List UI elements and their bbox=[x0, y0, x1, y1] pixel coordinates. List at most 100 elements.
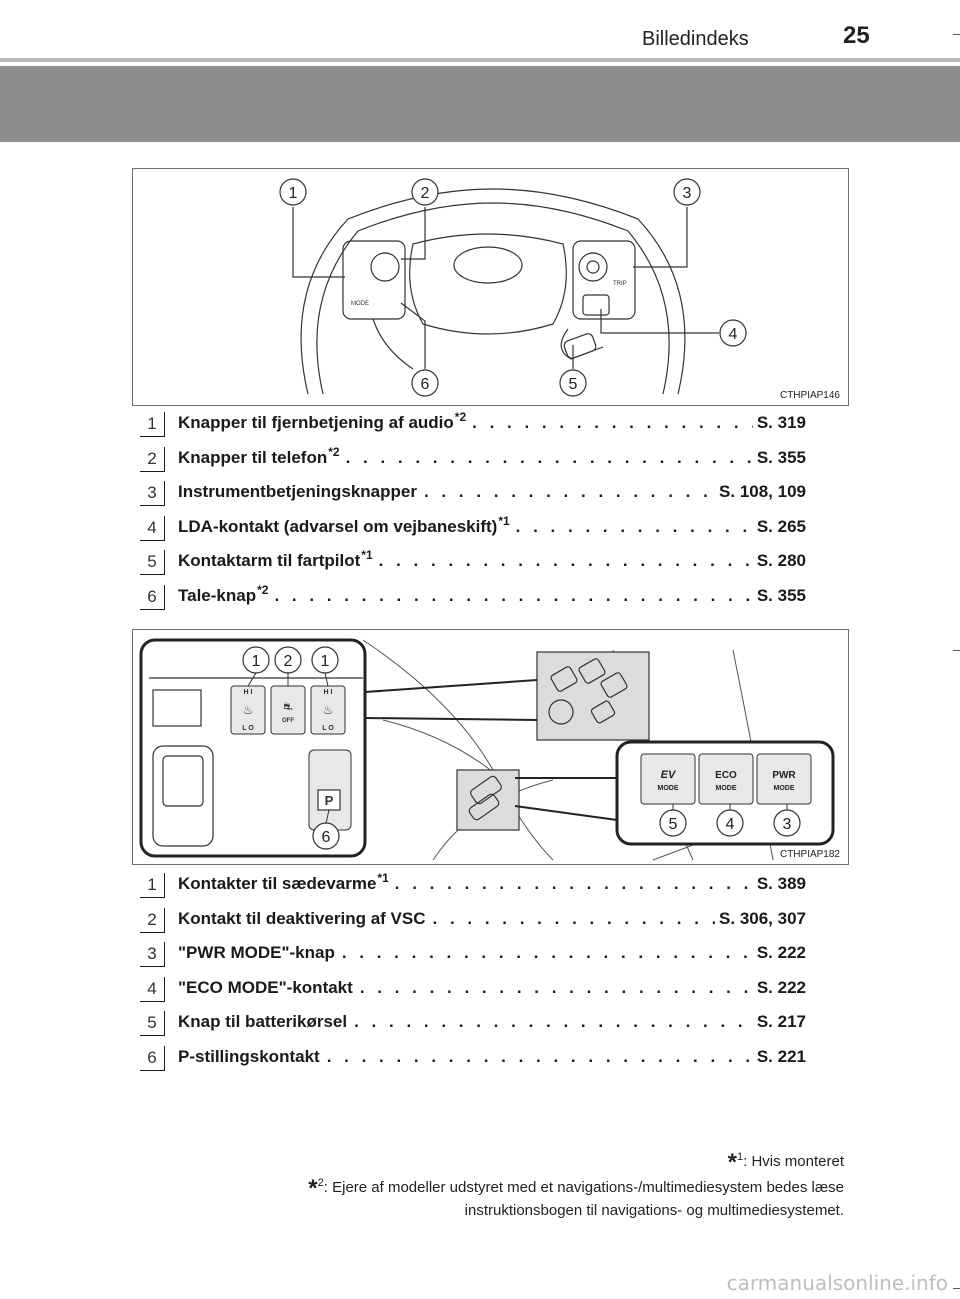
list-item: 6 P-stillingskontaktS. 221 bbox=[140, 1042, 806, 1077]
page-reference[interactable]: S. 217 bbox=[756, 1012, 806, 1031]
page-reference[interactable]: S. 222 bbox=[756, 977, 806, 997]
list-item: 1 Kontakter til sædevarme*1S. 389 bbox=[140, 869, 806, 904]
eco-mode-label: MODE bbox=[716, 785, 737, 792]
callout-4: 4 bbox=[726, 816, 735, 833]
leader-dots bbox=[424, 482, 715, 502]
item-label: Knap til batterikørsel bbox=[178, 1012, 348, 1031]
leader-dots bbox=[379, 551, 753, 571]
item-number: 5 bbox=[140, 1011, 165, 1036]
item-label: Kontakt til deaktivering af VSC bbox=[178, 908, 426, 928]
item-number: 2 bbox=[140, 446, 165, 472]
pwr-label: PWR bbox=[772, 770, 796, 781]
callout-3-circle bbox=[673, 178, 701, 206]
item-footnote-mark: *1 bbox=[377, 871, 389, 885]
item-label: Knapper til fjernbetjening af audio bbox=[178, 413, 454, 432]
item-label: LDA-kontakt (advarsel om vejbaneskift) bbox=[178, 516, 498, 536]
list-item: 4 "ECO MODE"-kontaktS. 222 bbox=[140, 973, 806, 1008]
footnote-text: : Hvis monteret bbox=[743, 1153, 844, 1170]
list-item: 2 Kontakt til deaktivering af VSC S. 306,… bbox=[140, 904, 806, 939]
page-reference[interactable]: S. 221 bbox=[756, 1046, 806, 1066]
page-number: 25 bbox=[843, 22, 870, 49]
item-label: "PWR MODE"-knap bbox=[178, 943, 335, 962]
callout-5: 5 bbox=[569, 376, 578, 393]
page-reference[interactable]: S. 265 bbox=[756, 516, 806, 536]
pwr-mode-label: MODE bbox=[774, 785, 795, 792]
footnote-2: *2: Ejere af modeller udstyret med et na… bbox=[144, 1174, 844, 1201]
callout-5: 5 bbox=[669, 816, 678, 833]
page-title: Billedindeks bbox=[642, 28, 749, 50]
callout-3: 3 bbox=[683, 185, 692, 202]
callout-4-circle bbox=[719, 319, 747, 347]
leader-dots bbox=[472, 413, 753, 433]
leader-dots bbox=[354, 1012, 753, 1032]
list-item: 5 Kontaktarm til fartpilot*1S. 280 bbox=[140, 546, 806, 581]
item-number: 2 bbox=[140, 907, 165, 933]
item-number: 4 bbox=[140, 515, 165, 541]
item-footnote-mark: *1 bbox=[498, 513, 510, 528]
callout-1-circle bbox=[279, 178, 307, 206]
list-item: 6 Tale-knap*2 S. 355 bbox=[140, 581, 806, 616]
item-number: 5 bbox=[140, 550, 165, 575]
steering-wheel-illustration: MODE TRIP 1 2 3 4 6 5 bbox=[279, 178, 747, 397]
page-reference[interactable]: S. 306, 307 bbox=[719, 908, 806, 928]
item-label: Instrumentbetjeningsknapper bbox=[178, 482, 417, 501]
watermark: carmanualsonline.info bbox=[726, 1271, 948, 1295]
steering-controls-list: 1 Knapper til fjernbetjening af audio*2S… bbox=[140, 408, 806, 615]
leader-dots bbox=[395, 874, 753, 894]
page-reference[interactable]: S. 389 bbox=[756, 874, 806, 893]
vsc-icon: ⛐ bbox=[283, 701, 293, 713]
margin-tick bbox=[953, 34, 960, 35]
callout-2: 2 bbox=[421, 185, 430, 202]
list-item: 3 "PWR MODE"-knap S. 222 bbox=[140, 938, 806, 973]
center-console-figure: H I L O ♨ ⛐ OFF H I L O ♨ P 1 2 1 6 bbox=[132, 629, 849, 865]
page-reference[interactable]: S. 222 bbox=[756, 943, 806, 962]
page-reference[interactable]: S. 355 bbox=[756, 447, 806, 467]
footnote-star: * bbox=[727, 1149, 737, 1176]
page-reference[interactable]: S. 319 bbox=[756, 413, 806, 432]
seat-heater-icon: ♨ bbox=[323, 703, 334, 717]
list-item: 5 Knap til batterikørsel S. 217 bbox=[140, 1007, 806, 1042]
page-reference[interactable]: S. 280 bbox=[756, 551, 806, 570]
item-label: Tale-knap bbox=[178, 585, 257, 605]
eco-mode-button bbox=[698, 753, 754, 805]
shifter-inset bbox=[456, 769, 520, 831]
footnote-text: : Ejere af modeller udstyret med et navi… bbox=[323, 1179, 844, 1196]
item-number: 6 bbox=[140, 1045, 165, 1071]
item-number: 4 bbox=[140, 976, 165, 1002]
ev-label: EV bbox=[661, 769, 677, 781]
seat-lo-label: L O bbox=[322, 725, 334, 732]
page-header: Billedindeks 25 bbox=[0, 0, 960, 58]
console-controls-list: 1 Kontakter til sædevarme*1S. 389 2 Kont… bbox=[140, 869, 806, 1076]
item-footnote-mark: *2 bbox=[454, 410, 467, 424]
figure-code: CTHPIAP146 bbox=[779, 390, 840, 401]
callout-6: 6 bbox=[322, 829, 331, 846]
callout-1: 1 bbox=[289, 185, 298, 202]
vsc-off-label: OFF bbox=[282, 718, 294, 724]
margin-tick bbox=[953, 1288, 960, 1289]
seat-hi-label: H I bbox=[244, 689, 253, 696]
item-number: 3 bbox=[140, 942, 165, 967]
page-reference[interactable]: S. 108, 109 bbox=[719, 482, 806, 501]
callout-2-circle bbox=[411, 178, 439, 206]
item-number: 6 bbox=[140, 584, 165, 610]
callout-6: 6 bbox=[421, 376, 430, 393]
callout-6-circle bbox=[411, 369, 439, 397]
leader-dots bbox=[433, 909, 716, 929]
page-reference[interactable]: S. 355 bbox=[756, 585, 806, 605]
seat-heater-icon: ♨ bbox=[243, 703, 254, 717]
footnote-number: 1 bbox=[737, 1151, 744, 1163]
section-banner bbox=[0, 66, 960, 142]
footnotes: *1: Hvis monteret *2: Ejere af modeller … bbox=[144, 1148, 844, 1222]
leader-dots bbox=[360, 978, 753, 998]
item-footnote-mark: *2 bbox=[257, 582, 269, 597]
leader-dots bbox=[516, 517, 753, 537]
callout-1: 1 bbox=[321, 653, 330, 670]
p-label: P bbox=[325, 793, 334, 808]
margin-tick bbox=[953, 650, 960, 651]
list-item: 4 LDA-kontakt (advarsel om vejbaneskift)… bbox=[140, 512, 806, 547]
leader-dots bbox=[274, 586, 752, 606]
item-label: Knapper til telefon bbox=[178, 447, 328, 467]
seat-lo-label: L O bbox=[242, 725, 254, 732]
callout-1: 1 bbox=[252, 653, 261, 670]
footnote-number: 2 bbox=[317, 1177, 324, 1189]
